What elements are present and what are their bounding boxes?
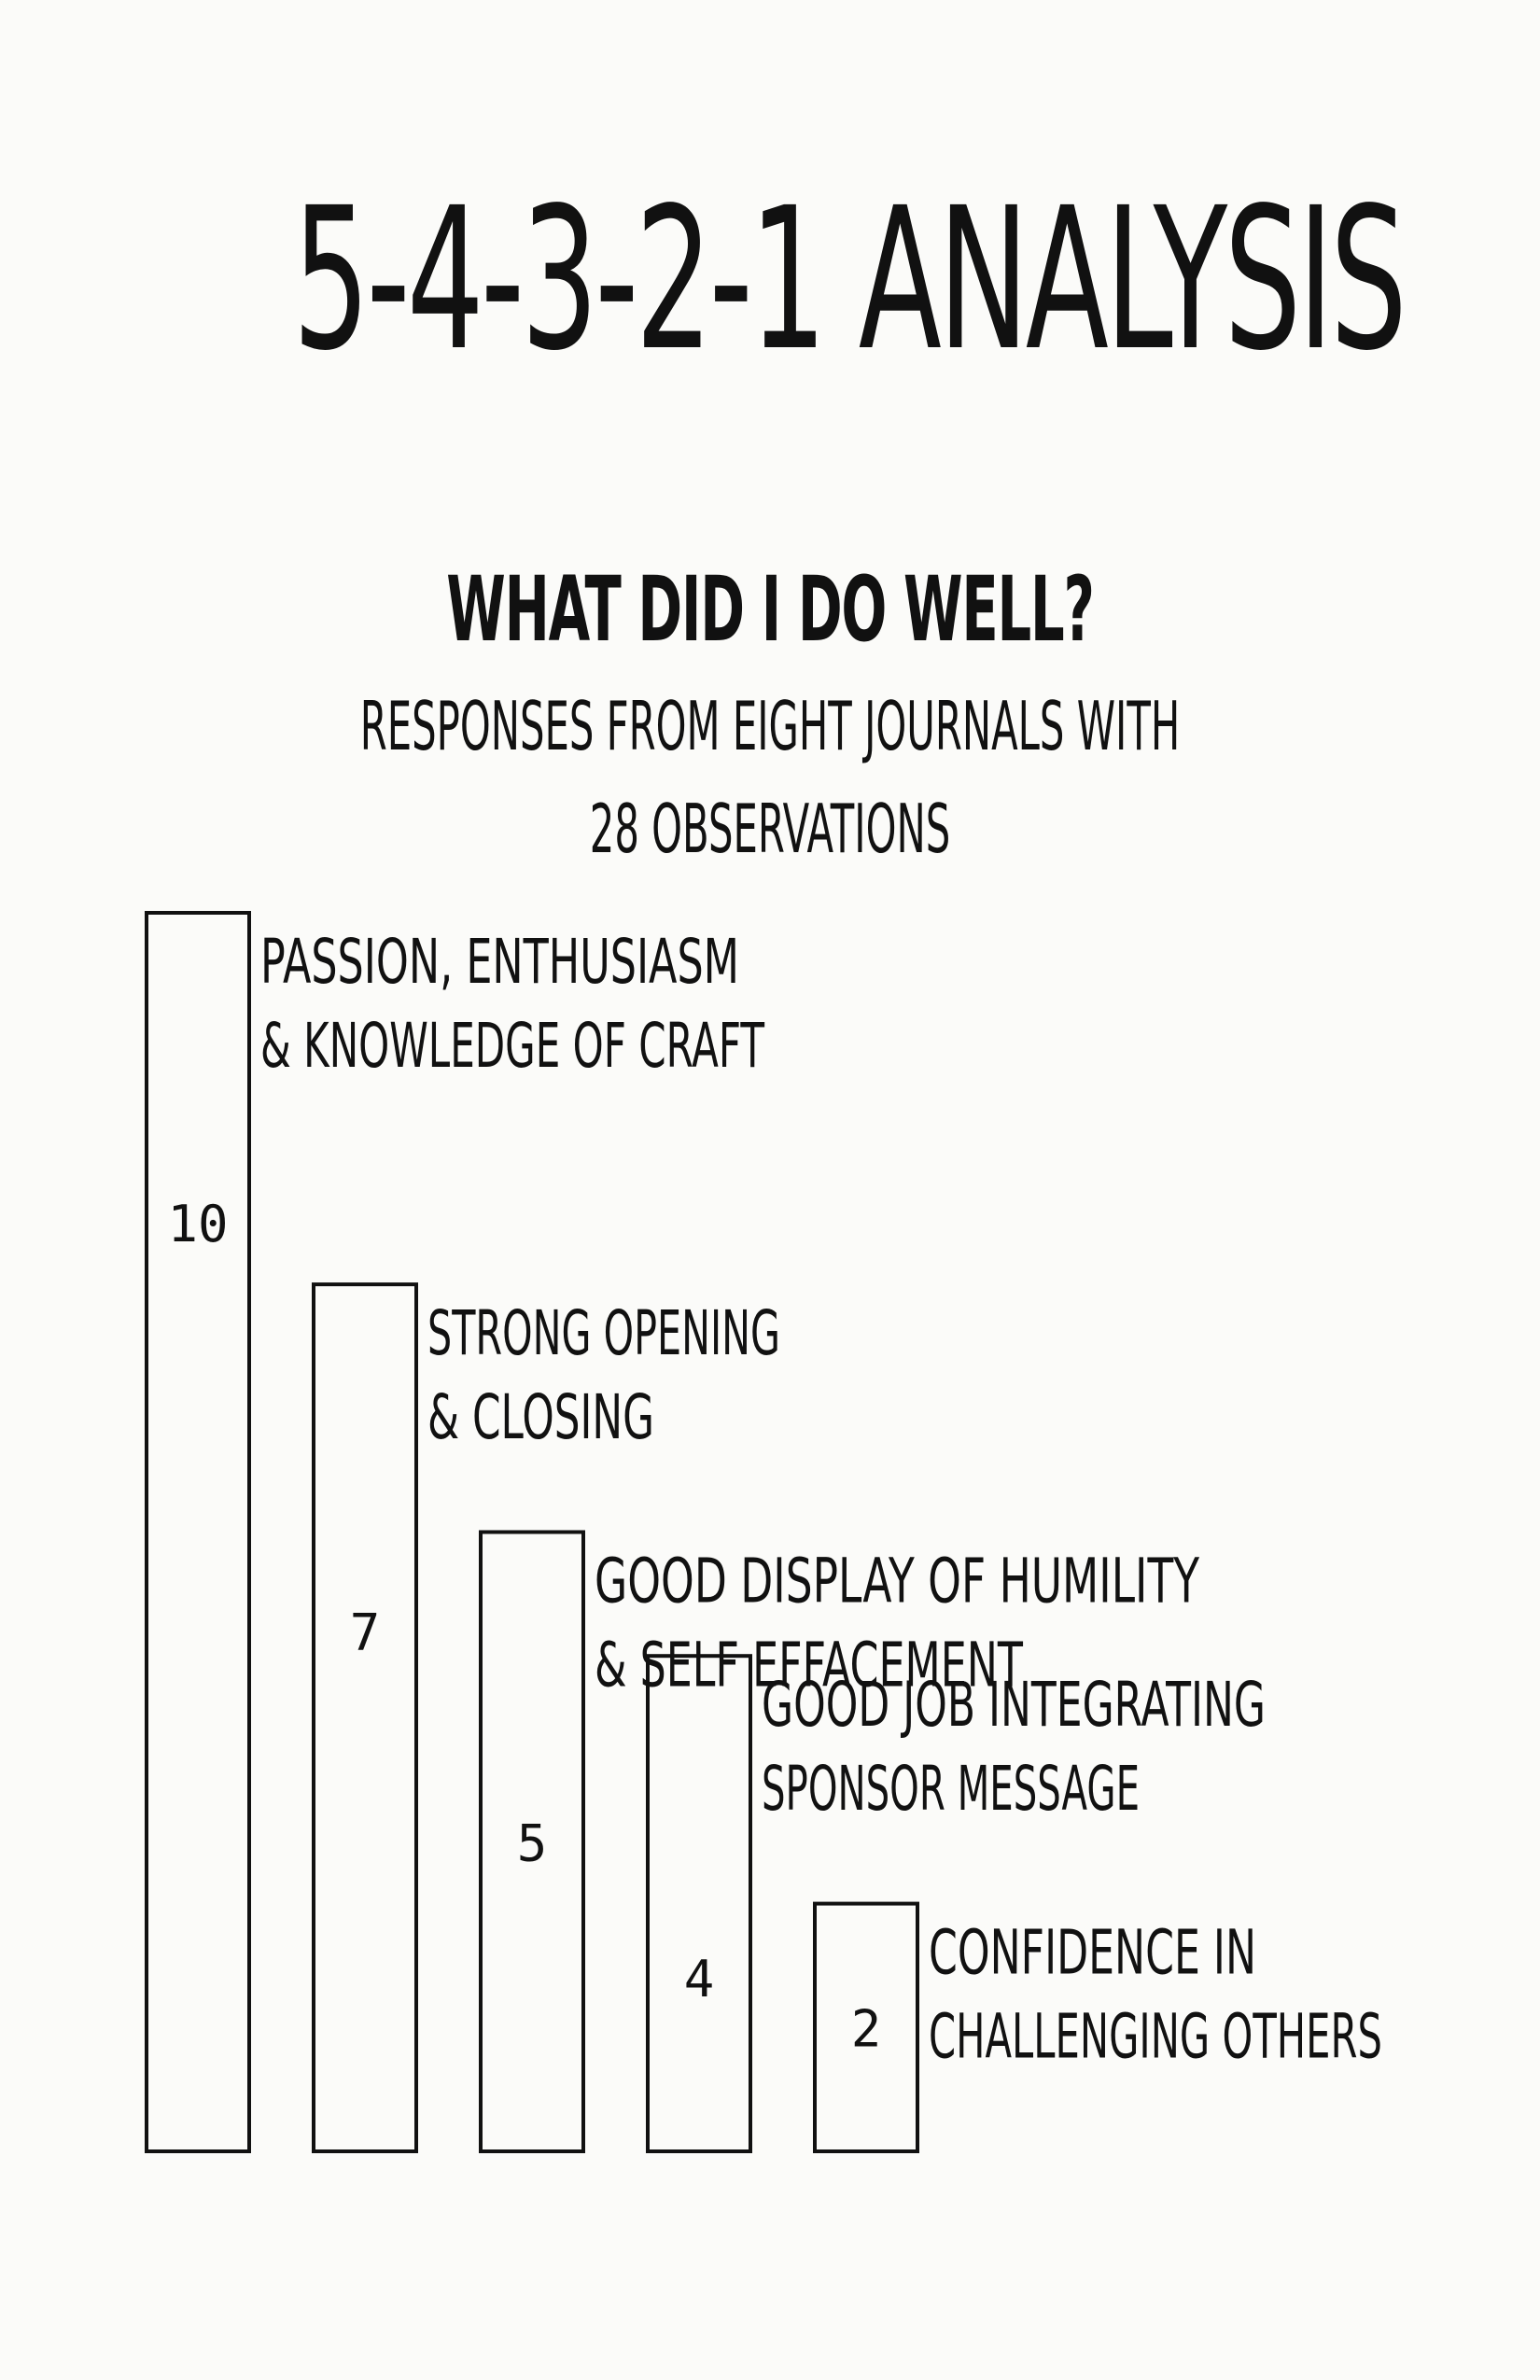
bar-value-label-5: 2	[851, 1999, 882, 2058]
description-line-2: 28 OBSERVATIONS	[589, 790, 951, 868]
category-label-5-line-1: CONFIDENCE IN	[929, 1917, 1256, 1989]
description-line-1: RESPONSES FROM EIGHT JOURNALS WITH	[359, 687, 1181, 765]
bar-1	[145, 911, 251, 2153]
bar-value-label-3: 5	[517, 1813, 548, 1872]
bar-5	[813, 1901, 919, 2153]
bar-value-label-1: 10	[167, 1195, 228, 1253]
bar-value-label-4: 4	[684, 1950, 715, 2009]
bar-3	[479, 1530, 585, 2153]
bar-4	[646, 1654, 752, 2153]
category-label-1-line-2: & KNOWLEDGE OF CRAFT	[260, 1010, 764, 1082]
chart-subtitle: WHAT DID I DO WELL?	[446, 557, 1095, 662]
page-title: 5-4-3-2-1 ANALYSIS	[292, 165, 1407, 394]
category-label-3-line-2: & SELF EFFACEMENT	[595, 1630, 1023, 1701]
category-label-1-line-1: PASSION, ENTHUSIASM	[260, 926, 739, 998]
category-label-4-line-2: SPONSOR MESSAGE	[762, 1753, 1140, 1825]
category-label-2-line-2: & CLOSING	[427, 1381, 654, 1453]
category-label-5-line-2: CHALLENGING OTHERS	[929, 2001, 1382, 2073]
bar-2	[312, 1282, 418, 2153]
bar-value-label-2: 7	[350, 1603, 381, 1662]
category-label-3-line-1: GOOD DISPLAY OF HUMILITY	[595, 1546, 1199, 1617]
category-label-4-line-1: GOOD JOB INTEGRATING	[762, 1669, 1266, 1741]
category-label-2-line-1: STRONG OPENING	[427, 1297, 780, 1369]
